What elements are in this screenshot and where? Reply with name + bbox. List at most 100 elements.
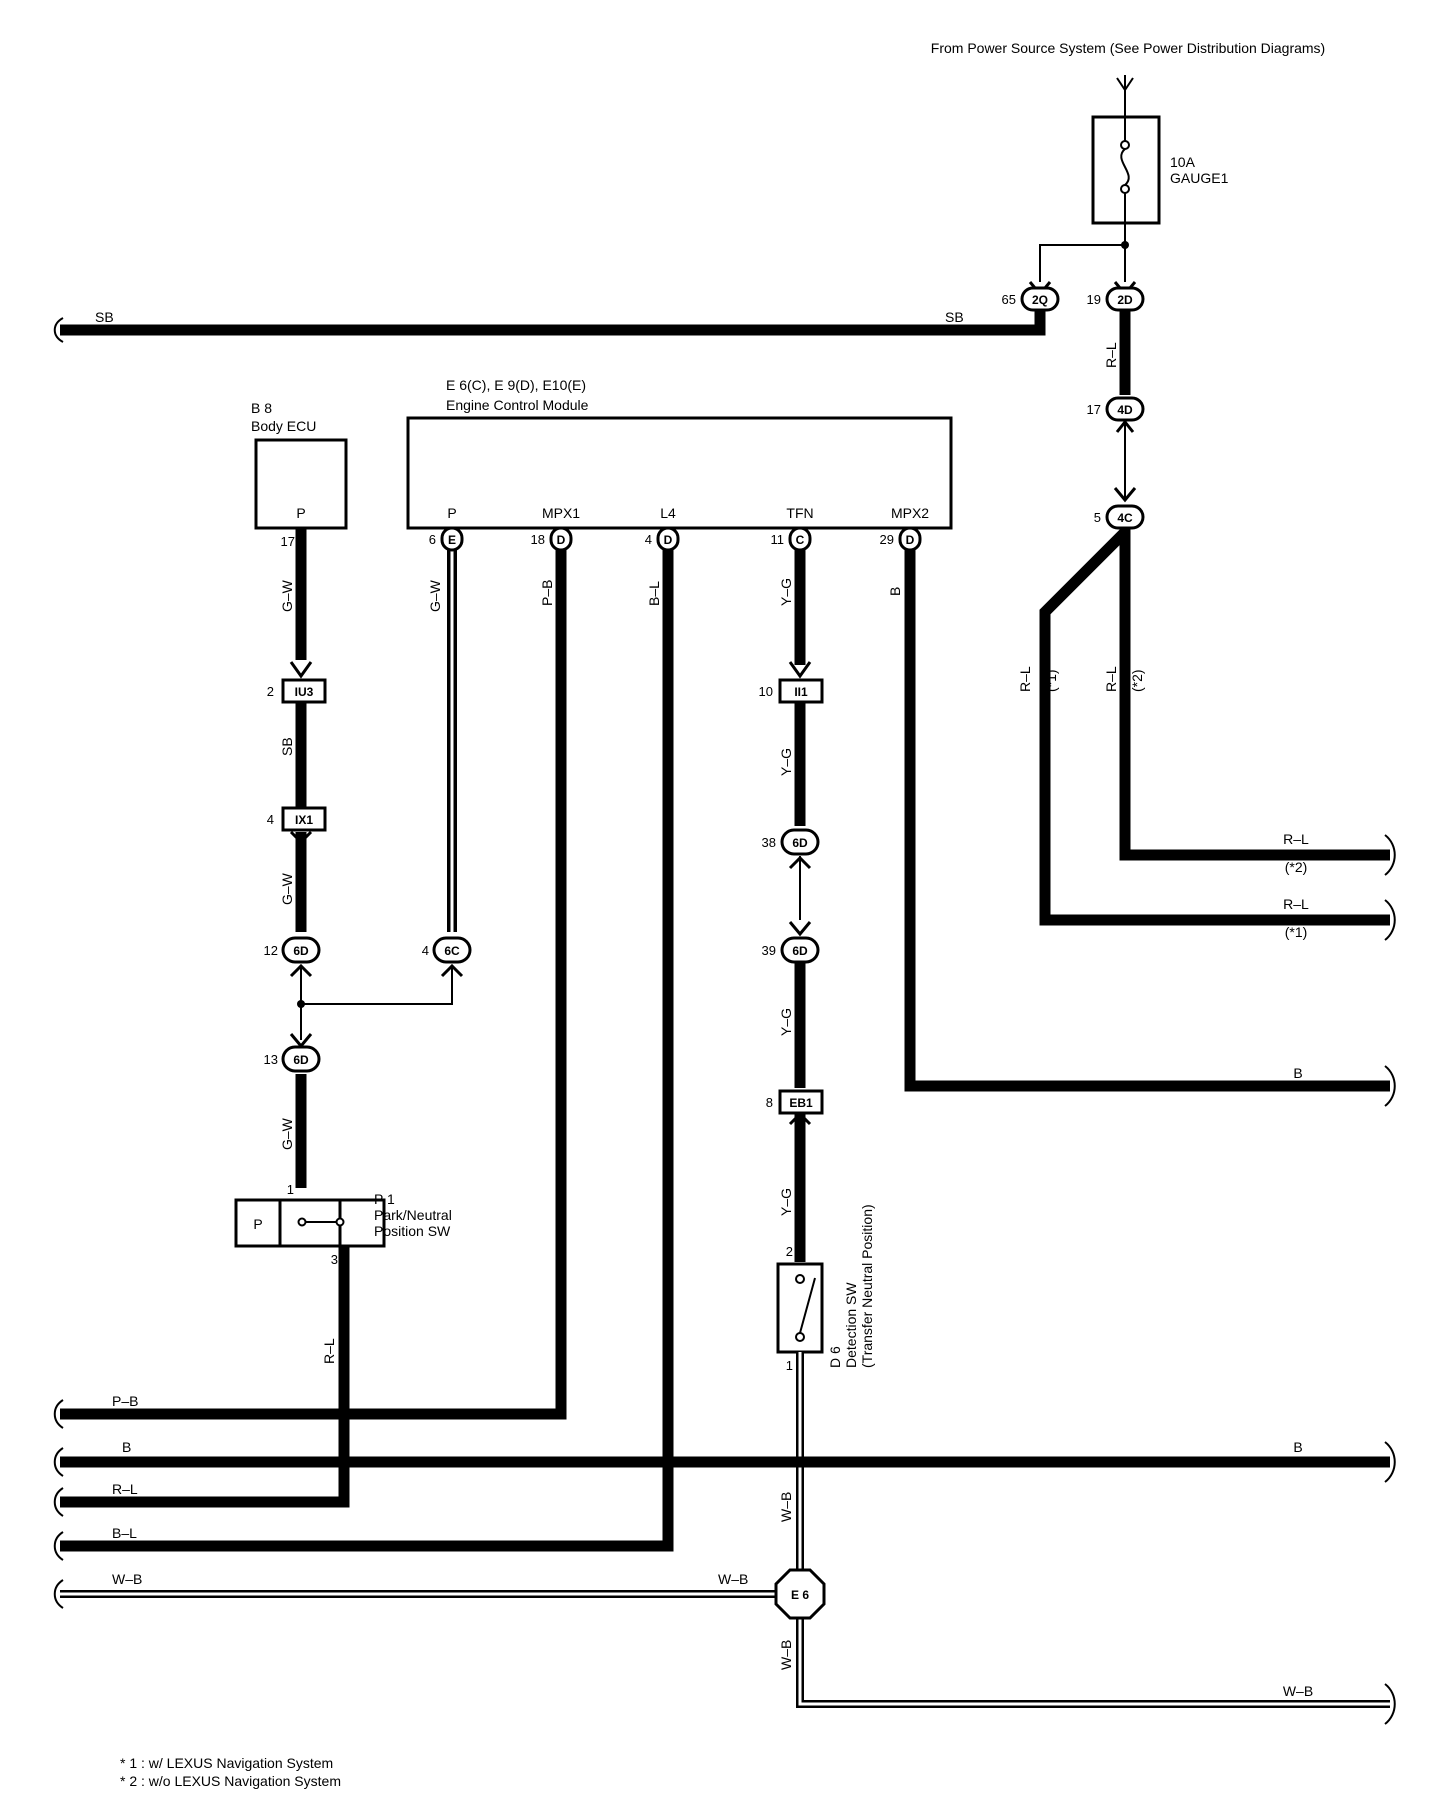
connector-2q: 2Q [1020,281,1060,312]
svg-text:6D: 6D [792,836,808,850]
svg-text:D: D [906,533,915,547]
note-star2-vert: (*2) [1129,669,1145,692]
connector-6d-13: 6D [281,1033,321,1073]
sb-wire-top [60,310,1046,336]
svg-text:2Q: 2Q [1032,293,1048,307]
b-label-right: B [1293,1065,1302,1081]
p1-pin-1: 1 [287,1182,294,1197]
wire-break-wb-right [1384,1683,1396,1725]
connector-ecm-c: C [788,526,812,552]
ecm-box [406,416,953,530]
svg-text:E: E [448,533,456,547]
ecm-pin-29: 29 [880,532,894,547]
b-label-right-2: B [1293,1439,1302,1455]
wire-break-rl2 [1384,834,1396,876]
connector-eb1: EB1 [778,1089,824,1115]
rl-wire-p1 [60,1246,350,1508]
connector-6d-12: 6D [281,936,321,978]
wb-wire-d6-ground [796,1352,1390,1708]
sb-label-left: SB [95,309,114,325]
power-source-label: From Power Source System (See Power Dist… [931,40,1325,56]
ecm-code: E 6(C), E 9(D), E10(E) [446,377,586,393]
body-ecu-code: B 8 [251,400,272,416]
yg-label-1: Y–G [778,578,794,606]
eb1-arrow [788,1111,812,1126]
ground-point-e6 [774,1568,826,1620]
ecm-name: Engine Control Module [446,397,589,413]
wire-break-sb [53,317,64,343]
c2q-pin: 65 [1002,292,1016,307]
svg-text:6D: 6D [792,944,808,958]
junction-dot [297,1000,305,1008]
splice-dot [1121,241,1129,249]
rl-label-p1: R–L [321,1338,337,1364]
bl-label-left: B–L [112,1525,137,1541]
ecm-pin-6: 6 [429,532,436,547]
connector-ii1: II1 [778,678,824,704]
rl-label-star1: R–L [1017,666,1033,692]
wb-label-vert-1: W–B [778,1492,794,1522]
c6c4-pin: 4 [422,943,429,958]
iu3-arrow [289,661,313,679]
pb-label-vert: P–B [539,580,555,606]
wire-break-rl1 [1384,899,1396,941]
ii1-pin: 10 [759,684,773,699]
pb-label-left: P–B [112,1393,138,1409]
note-right-1: (*1) [1285,924,1308,940]
svg-text:D: D [557,533,566,547]
rl-label-right-2: R–L [1283,831,1309,847]
svg-text:2D: 2D [1117,293,1133,307]
body-ecu-pin: 17 [281,534,295,549]
c6d12-pin: 12 [264,943,278,958]
wb-label-vert-2: W–B [778,1640,794,1670]
c4c-pin: 5 [1094,510,1101,525]
fuse-name: GAUGE1 [1170,170,1229,186]
gw-label-1: G–W [279,579,295,612]
d6-name-1: Detection SW [843,1282,859,1368]
fuse-to-2q-wire [1039,244,1125,282]
power-feed-arrow [1116,77,1134,92]
eb1-pin: 8 [766,1095,773,1110]
detection-sw-switch [776,1262,824,1354]
ground-point-label: E 6 [791,1588,809,1602]
yg-label-2: Y–G [778,748,794,776]
fuse-gauge1 [1091,115,1161,225]
b-label-left: B [122,1439,131,1455]
body-ecu-terminal: P [296,505,305,521]
wire-junction-6c [301,968,453,1005]
note-right-2: (*2) [1285,859,1308,875]
connector-6c-4: 6C [432,936,472,978]
pb-wire [60,542,567,1420]
p1-name-1: Park/Neutral [374,1207,452,1223]
ix1-to-6d-arrow [289,830,313,845]
connector-ecm-d-l4: D [656,526,680,552]
bl-wire [60,542,674,1552]
p1-contact-label: P [253,1216,262,1232]
yg-label-3: Y–G [778,1008,794,1036]
iu3-pin: 2 [267,684,274,699]
svg-text:4C: 4C [1117,511,1133,525]
connector-6d-38: 6D [780,828,820,870]
rl-wire-star2 [1119,528,1390,861]
rl-label-top: R–L [1103,342,1119,368]
d6-pin-1: 1 [786,1358,793,1373]
connector-iu3: IU3 [281,678,327,704]
p1-pin-3: 3 [331,1252,338,1267]
svg-text:IU3: IU3 [295,685,314,699]
connector-6d-39: 6D [780,921,820,964]
ix1-pin: 4 [267,812,274,827]
connector-4d: 4D [1105,396,1145,433]
ii1-arrow [788,661,812,679]
connector-ecm-e: E [440,526,464,552]
footnote-1: * 1 : w/ LEXUS Navigation System [120,1755,333,1771]
d6-code: D 6 [827,1346,843,1368]
ecm-terminal-p: P [447,505,456,521]
svg-text:6D: 6D [293,944,309,958]
d6-pin-2: 2 [786,1244,793,1259]
svg-text:C: C [796,533,805,547]
svg-text:6D: 6D [293,1053,309,1067]
rl-wire-star1 [1039,528,1390,926]
connector-ecm-d-mpx1: D [549,526,573,552]
park-neutral-switch [234,1198,386,1248]
b-label-vert: B [887,587,903,596]
